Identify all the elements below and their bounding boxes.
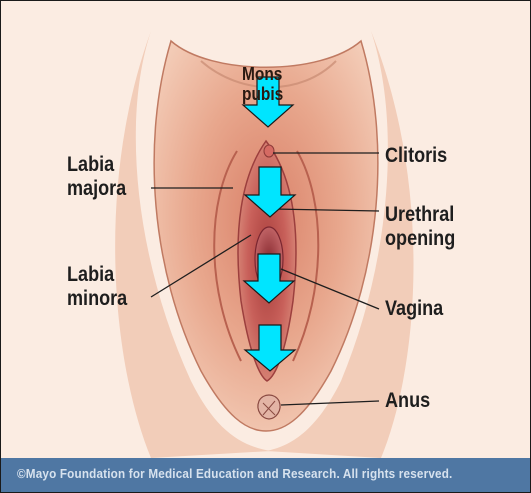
label-anus: Anus <box>385 389 430 413</box>
label-labia-majora: Labia majora <box>67 153 126 201</box>
clitoris-mark <box>264 145 274 157</box>
anus-mark <box>258 395 280 419</box>
label-labia-minora: Labia minora <box>67 263 127 311</box>
label-urethral-opening: Urethral opening <box>385 203 455 251</box>
label-vagina: Vagina <box>385 297 443 321</box>
copyright-text: ©Mayo Foundation for Medical Education a… <box>17 466 452 481</box>
label-clitoris: Clitoris <box>385 144 447 168</box>
label-mons-pubis: Mons pubis <box>242 64 283 104</box>
copyright-footer: ©Mayo Foundation for Medical Education a… <box>1 458 530 492</box>
